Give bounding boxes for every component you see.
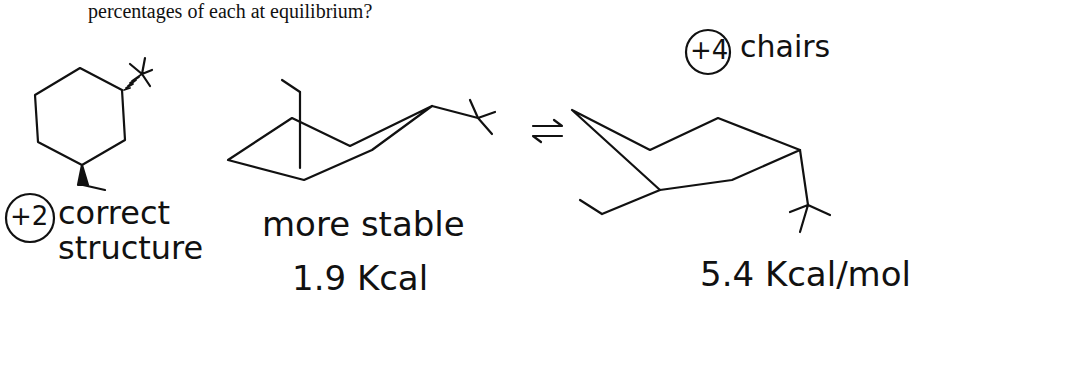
score-mark: +4 [690, 36, 728, 65]
score-mark: +2 [10, 202, 48, 231]
score-circle [686, 30, 730, 74]
question-text: percentages of each at equilibrium? [88, 0, 372, 22]
score-circle [6, 194, 54, 242]
chair-conformation [228, 80, 495, 180]
handwritten-note: correct structure [58, 196, 208, 266]
handwritten-note: more stable [262, 206, 465, 243]
equilibrium-arrows [533, 120, 562, 142]
energy-value: 5.4 Kcal/mol [700, 256, 911, 293]
chair-conformation [572, 110, 830, 232]
handwritten-note: chairs [740, 30, 830, 63]
energy-value: 1.9 Kcal [292, 260, 428, 297]
cyclohexane-structure [35, 58, 152, 190]
